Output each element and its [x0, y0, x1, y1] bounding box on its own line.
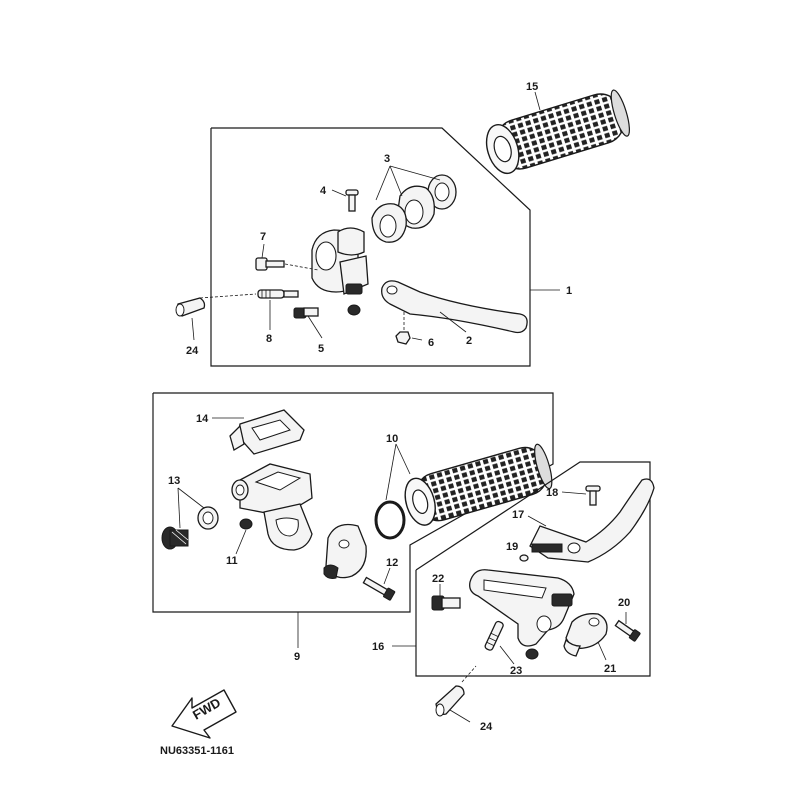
nut-illustration — [347, 304, 361, 316]
nut-23-illustration — [525, 648, 539, 660]
callout-8: 8 — [266, 333, 272, 345]
lower-right-assembly-box — [415, 461, 651, 677]
ring-set-3-illustration — [371, 174, 457, 243]
lower-left-assembly-box — [152, 392, 554, 613]
cover-24a-illustration — [175, 297, 206, 317]
adjuster-23-illustration — [484, 620, 504, 651]
fwd-direction-arrow: FWD — [171, 689, 237, 739]
lever-perch-illustration — [469, 569, 575, 647]
callout-3: 3 — [384, 153, 390, 165]
holder-cap-illustration — [323, 523, 367, 579]
leader-2 — [439, 311, 467, 333]
screw-13-illustration — [161, 506, 219, 550]
leader-15 — [534, 91, 541, 111]
leader-7 — [261, 243, 265, 259]
leader-5 — [307, 315, 323, 339]
leader-12 — [383, 567, 391, 585]
leader-21 — [597, 641, 607, 661]
callout-15: 15 — [526, 81, 538, 93]
guide-7 — [284, 263, 319, 271]
bolt-22-illustration — [431, 595, 461, 611]
leader-13b — [177, 487, 205, 509]
screw-7-illustration — [255, 257, 285, 271]
cover-24b-illustration — [435, 665, 477, 717]
callout-17: 17 — [512, 509, 524, 521]
callout-18: 18 — [546, 487, 558, 499]
leader-4 — [331, 189, 347, 197]
master-cylinder-illustration — [231, 463, 313, 551]
washer-19-illustration — [519, 554, 529, 562]
callout-10: 10 — [386, 433, 398, 445]
callout-6: 6 — [428, 337, 434, 349]
leader-10a — [385, 443, 397, 501]
bolt-5-illustration — [293, 307, 319, 319]
lever-holder-illustration — [311, 227, 369, 295]
callout-22: 22 — [432, 573, 444, 585]
leader-3a — [375, 165, 391, 201]
callout-4: 4 — [320, 185, 327, 197]
leader-18 — [561, 491, 587, 495]
grip-15-illustration — [485, 89, 630, 175]
clamp-21-illustration — [563, 613, 608, 657]
bolt-20-illustration — [614, 619, 641, 642]
leader-3c — [389, 165, 441, 181]
callout-21: 21 — [604, 663, 616, 675]
guide-8 — [199, 293, 257, 299]
callout-20: 20 — [618, 597, 630, 609]
leader-3b — [389, 165, 403, 197]
leader-11 — [235, 529, 247, 555]
leader-24b — [449, 709, 471, 723]
callout-12: 12 — [386, 557, 398, 569]
callout-2: 2 — [466, 335, 472, 347]
lever-2-illustration — [381, 280, 528, 334]
callout-16: 16 — [372, 641, 384, 653]
callout-7: 7 — [260, 231, 266, 243]
lever-17-illustration — [529, 478, 655, 563]
nut-11-illustration — [239, 518, 253, 530]
callout-23: 23 — [510, 665, 522, 677]
leader-24a — [191, 317, 195, 341]
switch-cover-14-illustration — [229, 409, 305, 455]
ring-10-illustration — [374, 500, 406, 540]
callout-24b: 24 — [480, 721, 493, 733]
callout-9: 9 — [294, 651, 300, 663]
leader-6 — [411, 337, 423, 341]
callout-11: 11 — [226, 555, 238, 567]
callout-14: 14 — [196, 413, 209, 425]
bolt-4-illustration — [345, 189, 359, 212]
callout-1: 1 — [566, 285, 572, 297]
leader-10b — [395, 443, 411, 475]
adjuster-8-illustration — [257, 289, 299, 299]
leader-23 — [499, 645, 515, 665]
grip-10-illustration — [404, 443, 553, 526]
reference-code: NU63351-1161 — [160, 745, 234, 757]
callout-5: 5 — [318, 343, 324, 355]
leader-13a — [177, 487, 181, 529]
callout-19: 19 — [506, 541, 518, 553]
callout-24a: 24 — [186, 345, 199, 357]
nut-6-illustration — [395, 312, 411, 345]
callout-13: 13 — [168, 475, 180, 487]
leader-17 — [527, 515, 547, 527]
upper-assembly-box — [210, 127, 531, 367]
bolt-18-illustration — [585, 485, 601, 506]
bolt-12-illustration — [362, 576, 396, 601]
